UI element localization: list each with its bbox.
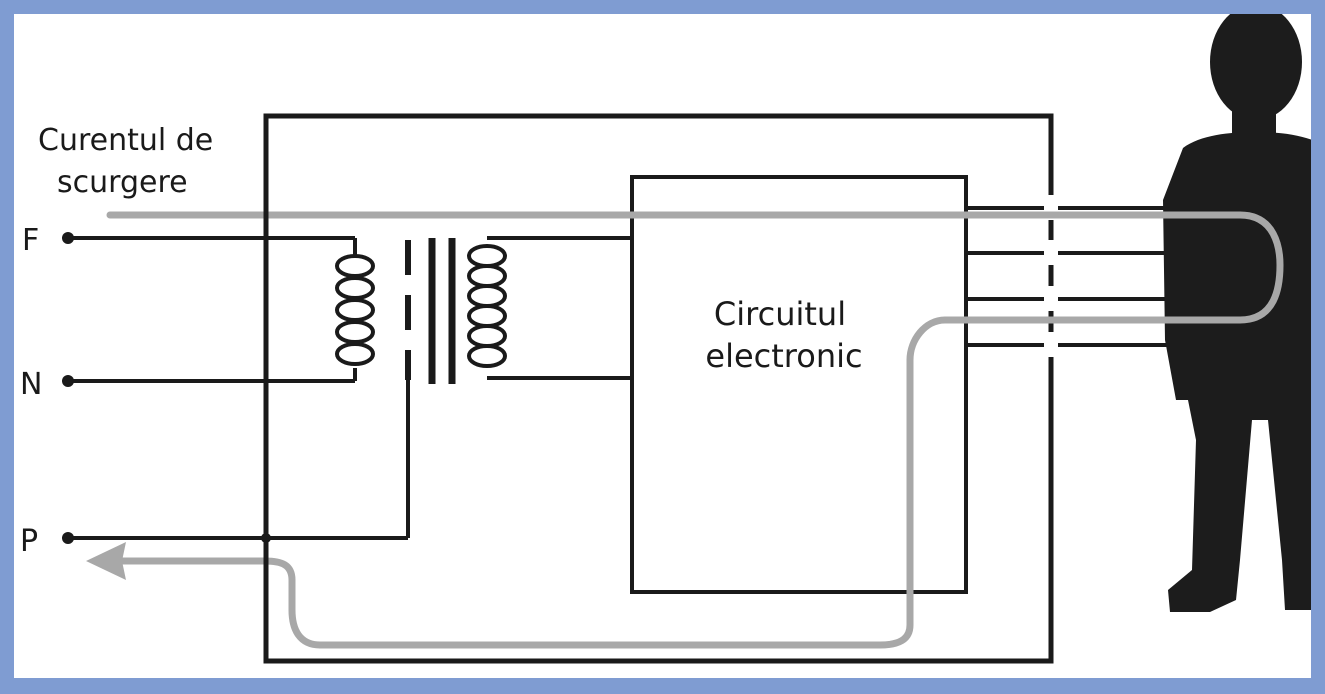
- leakage-arrow-head: [86, 542, 126, 580]
- terminal-f-label: F: [22, 223, 39, 258]
- terminal-p-label: P: [20, 524, 38, 559]
- person-silhouette: [1163, 14, 1311, 612]
- circuit-label-line1: Circuitul: [714, 295, 846, 333]
- secondary-winding: [467, 244, 507, 368]
- circuit-label-line2: electronic: [705, 337, 862, 375]
- terminal-n-label: N: [20, 367, 42, 402]
- terminal-n-dot: [62, 375, 74, 387]
- device-enclosure: [263, 113, 1054, 664]
- transformer-core: [405, 238, 456, 384]
- electronic-circuit-box: [630, 175, 968, 594]
- leakage-current-path: [106, 211, 1284, 649]
- leak-label-line1: Curentul de: [38, 123, 213, 158]
- terminal-p-dot: [62, 532, 74, 544]
- terminal-f-dot: [62, 232, 74, 244]
- leak-label-line2: scurgere: [57, 165, 188, 200]
- primary-winding: [335, 254, 375, 366]
- enclosure-right-dash: [1044, 195, 1058, 357]
- output-wires: [966, 206, 1170, 347]
